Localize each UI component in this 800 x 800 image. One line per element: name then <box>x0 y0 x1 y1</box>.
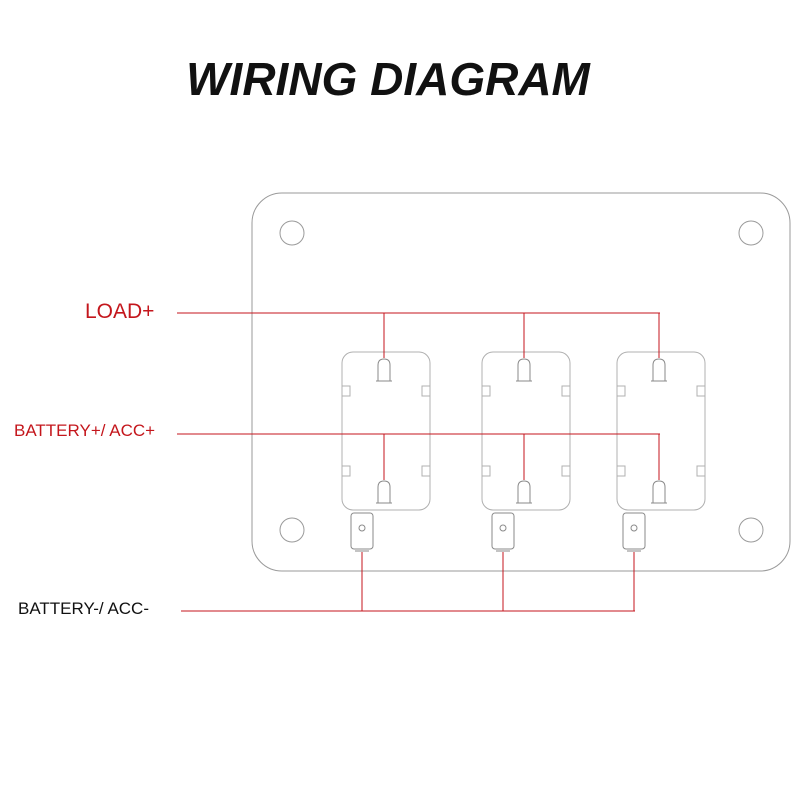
switch-body-1 <box>341 351 431 511</box>
switch-tab-1-4 <box>421 465 431 477</box>
mounting-hole-top-left <box>279 220 305 246</box>
switch-tab-1-1 <box>341 385 351 397</box>
power-terminal-3-body <box>652 480 666 504</box>
wire-group <box>177 312 660 612</box>
ground-terminal-1 <box>350 512 374 552</box>
switch-tab-1-3 <box>341 465 351 477</box>
ground-terminal-hole-1 <box>358 524 366 532</box>
load-terminal-1 <box>376 358 392 382</box>
load-terminal-1-body <box>377 358 391 382</box>
switch-tab-3-4 <box>696 465 706 477</box>
load-terminal-3 <box>651 358 667 382</box>
switch-body-2 <box>481 351 571 511</box>
power-terminal-1-body <box>377 480 391 504</box>
ground-terminal-hole-3 <box>630 524 638 532</box>
rocker-switch-3 <box>616 351 706 511</box>
battery-negative-label: BATTERY-/ ACC- <box>18 599 149 618</box>
switch-tab-3-3 <box>616 465 626 477</box>
ground-terminal-hole-2 <box>499 524 507 532</box>
switch-tab-3-2 <box>696 385 706 397</box>
switch-body-3 <box>616 351 706 511</box>
ground-terminal-3 <box>622 512 646 552</box>
switch-tab-2-1 <box>481 385 491 397</box>
battery-positive-label: BATTERY+/ ACC+ <box>14 421 156 440</box>
load-terminal-3-body <box>652 358 666 382</box>
switch-group <box>341 351 706 552</box>
switch-tab-2-2 <box>561 385 571 397</box>
switch-tab-2-4 <box>561 465 571 477</box>
power-terminal-2-body <box>517 480 531 504</box>
switch-tab-1-2 <box>421 385 431 397</box>
load-terminal-2 <box>516 358 532 382</box>
power-terminal-2 <box>516 480 532 504</box>
ground-terminal-2 <box>491 512 515 552</box>
mounting-hole-top-right <box>738 220 764 246</box>
rocker-switch-2 <box>481 351 571 511</box>
mounting-hole-bottom-right <box>738 517 764 543</box>
power-terminal-3 <box>651 480 667 504</box>
switch-tab-2-3 <box>481 465 491 477</box>
mounting-hole-bottom-left <box>279 517 305 543</box>
page-title: WIRING DIAGRAM <box>186 53 590 105</box>
switch-tab-3-1 <box>616 385 626 397</box>
load-positive-label: LOAD+ <box>85 300 155 323</box>
power-terminal-1 <box>376 480 392 504</box>
load-terminal-2-body <box>517 358 531 382</box>
switch-panel <box>251 192 791 572</box>
rocker-switch-1 <box>341 351 431 511</box>
